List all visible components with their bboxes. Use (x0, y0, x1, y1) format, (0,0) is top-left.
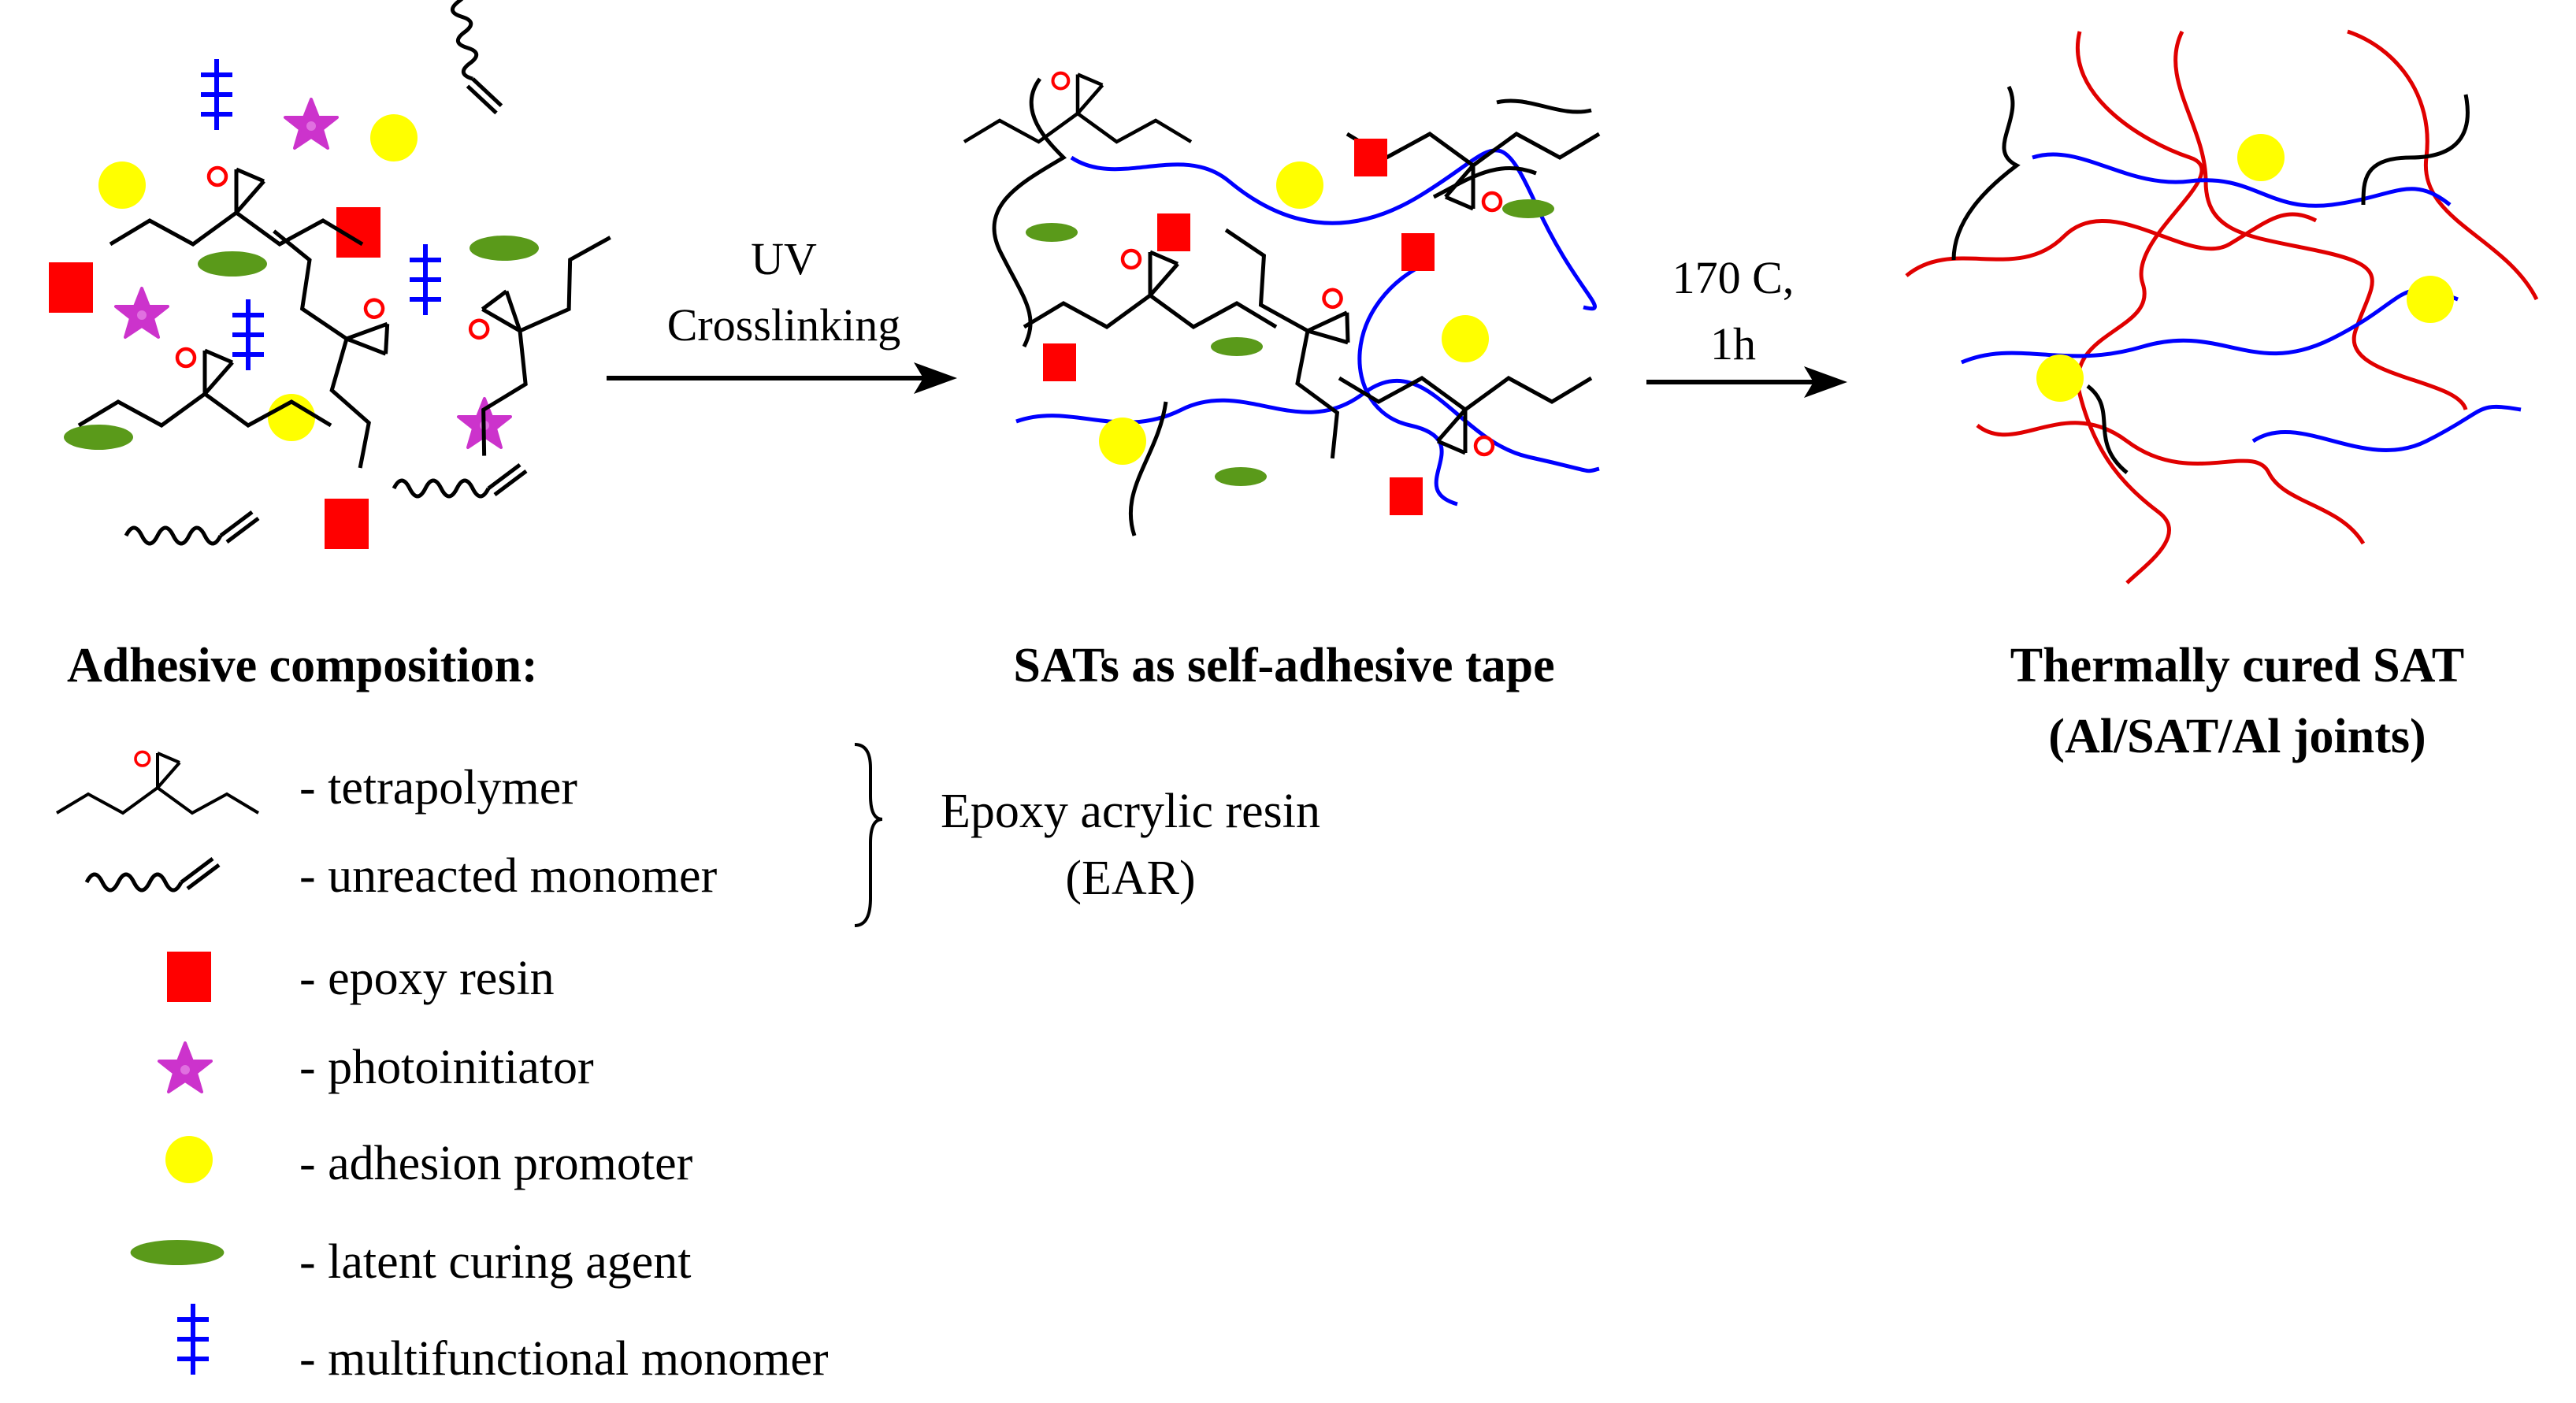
tape-panel (964, 73, 1599, 536)
unreacted-monomer-icon (394, 465, 526, 496)
photoinitiator-icon (158, 1041, 213, 1093)
adhesion-promoter-icon (2237, 134, 2285, 181)
adhesion-promoter-icon (1099, 418, 1146, 465)
composition-caption: Adhesive composition: (67, 639, 538, 692)
latent-curing-agent-icon (1026, 223, 1078, 242)
latent-curing-agent-icon (64, 425, 133, 450)
adhesion-promoter-icon (165, 1136, 213, 1183)
epoxy-resin-icon (1354, 139, 1387, 176)
legend-row: - latent curing agent (130, 1235, 692, 1289)
adhesion-promoter-icon (2407, 276, 2454, 323)
latent-curing-agent-icon (1502, 199, 1554, 218)
epoxy-resin-icon (49, 262, 93, 313)
unreacted-monomer-icon (448, 0, 503, 117)
latent-curing-agent-icon (1215, 467, 1267, 486)
tetrapolymer-icon (110, 168, 362, 244)
arrow2-line2: 1h (1710, 318, 1756, 369)
multifunctional-monomer-icon (177, 1304, 209, 1375)
legend-label: - tetrapolymer (299, 761, 577, 815)
legend: - tetrapolymer - unreacted monomer - epo… (57, 752, 829, 1386)
legend-row: - tetrapolymer (57, 752, 577, 815)
legend-row: - unreacted monomer (87, 849, 718, 903)
uv-arrow (607, 362, 957, 394)
latent-curing-agent-icon (1211, 337, 1263, 356)
cured-caption-line2: (Al/SAT/Al joints) (2048, 710, 2426, 763)
tetrapolymer-icon (1024, 251, 1276, 327)
tetrapolymer-icon (964, 73, 1191, 142)
unreacted-monomer-icon (87, 859, 219, 890)
tetrapolymer-icon (1226, 198, 1401, 458)
tetrapolymer-icon (1339, 378, 1591, 455)
legend-label: - photoinitiator (299, 1041, 594, 1094)
adhesion-promoter-icon (370, 114, 418, 161)
arrow2-line1: 170 C, (1672, 252, 1795, 303)
latent-curing-agent-icon (198, 251, 267, 277)
photoinitiator-icon (284, 98, 339, 150)
legend-label: - adhesion promoter (299, 1137, 693, 1190)
multifunctional-monomer-icon (232, 299, 264, 370)
multifunctional-monomer-icon (410, 244, 441, 315)
arrow1-line1: UV (751, 233, 817, 284)
photoinitiator-icon (114, 287, 169, 339)
epoxy-resin-icon (1390, 477, 1423, 515)
legend-label: - epoxy resin (299, 952, 555, 1005)
legend-row: - epoxy resin (167, 952, 555, 1005)
latent-curing-agent-icon (130, 1240, 225, 1265)
latent-curing-agent-icon (470, 236, 539, 261)
adhesion-promoter-icon (1276, 161, 1323, 209)
cured-panel (1905, 29, 2539, 585)
ear-label-line2: (EAR) (1065, 852, 1195, 905)
adhesion-promoter-icon (1442, 315, 1489, 362)
tetrapolymer-icon (57, 752, 258, 813)
arrow1-line2: Crosslinking (667, 299, 901, 351)
epoxy-resin-icon (1401, 233, 1435, 271)
adhesion-promoter-icon (2036, 354, 2084, 402)
ear-bracket: Epoxy acrylic resin (EAR) (854, 743, 1320, 927)
adhesion-promoter-icon (98, 161, 146, 209)
cured-caption-line1: Thermally cured SAT (2010, 639, 2464, 692)
epoxy-resin-icon (167, 952, 211, 1002)
composition-panel (49, 0, 611, 549)
legend-row: - multifunctional monomer (177, 1304, 829, 1386)
epoxy-resin-icon (1157, 213, 1190, 251)
legend-label: - unreacted monomer (299, 849, 718, 903)
multifunctional-monomer-icon (201, 59, 232, 130)
thermal-arrow (1646, 366, 1847, 398)
legend-row: - adhesion promoter (165, 1136, 693, 1190)
unreacted-monomer-icon (126, 512, 258, 544)
legend-label: - multifunctional monomer (299, 1332, 829, 1386)
legend-row: - photoinitiator (158, 1041, 594, 1094)
epoxy-resin-icon (325, 499, 369, 549)
ear-label-line1: Epoxy acrylic resin (941, 785, 1320, 838)
legend-label: - latent curing agent (299, 1235, 692, 1289)
tape-caption: SATs as self-adhesive tape (1013, 639, 1554, 692)
epoxy-resin-icon (1043, 343, 1076, 381)
